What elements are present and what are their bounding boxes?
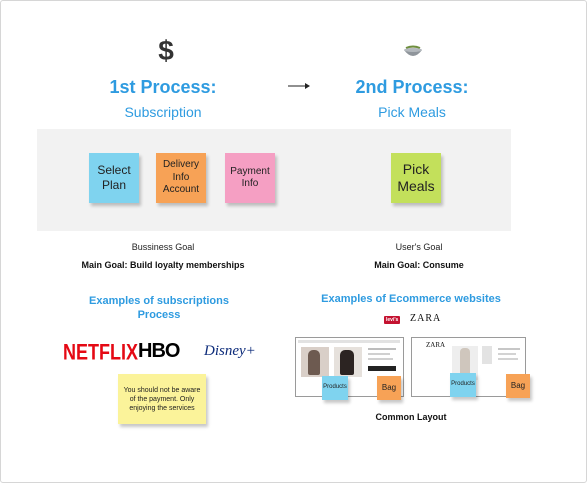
sticky-bag-1-text: Bag [381,383,397,392]
sticky-bag-2-text: Bag [510,381,526,390]
user-main-goal: Main Goal: Consume [374,260,464,270]
sticky-products-2: Products [450,373,476,397]
process1-subtitle: Subscription [124,104,202,120]
netflix-logo: NETFLIX [63,339,138,365]
sticky-payment-info: Payment Info [225,153,275,203]
business-goal-label: Bussiness Goal [131,242,195,252]
screenshot-header-bar [298,340,400,343]
add-to-bag-bar [368,366,396,371]
payment-note-sticky: You should not be aware of the payment. … [118,374,206,424]
product-detail-text [368,348,396,350]
sticky-products-1-text: Products [323,384,347,391]
zara-logo: ZARA [410,313,442,324]
sticky-delivery-info: Delivery Info Account [156,153,206,203]
hbo-logo: HBO [138,340,180,362]
process1-title: 1st Process: [109,77,217,97]
meal-bowl-icon [404,45,422,56]
dollar-sign-icon: $ [158,35,174,66]
arrow-icon [288,83,310,89]
sticky-products-2-text: Products [451,381,475,388]
model-figure [308,350,320,375]
sticky-pick-meals: Pick Meals [391,153,441,203]
common-layout-caption: Common Layout [375,412,447,422]
product-detail-text [498,358,518,360]
sticky-select-plan-text: Select Plan [97,163,131,192]
product-detail-text [368,358,393,360]
product-detail-text [498,348,520,350]
sticky-delivery-info-text: Delivery Info Account [162,159,200,196]
product-detail-text [498,353,516,355]
process2-subtitle: Pick Meals [378,104,446,120]
subscriptions-examples-title: Examples of subscriptions Process [89,295,229,321]
sticky-bag-2: Bag [506,374,530,398]
ecommerce-examples-title: Examples of Ecommerce websites [321,293,501,305]
model-photo-thumb [482,346,492,364]
process2-title: 2nd Process: [355,77,469,97]
zara-screenshot-logo: ZARA [426,341,446,349]
model-figure [460,348,470,378]
sticky-bag-1: Bag [377,376,401,400]
user-goal-label: User's Goal [395,242,443,252]
model-figure [340,350,354,375]
sticky-payment-info-text: Payment Info [230,165,270,190]
payment-note-text: You should not be aware of the payment. … [123,386,201,412]
sticky-select-plan: Select Plan [89,153,139,203]
levis-logo: levi's [384,316,401,324]
business-main-goal: Main Goal: Build loyalty memberships [81,260,245,270]
sticky-products-1: Products [322,376,348,400]
disney-plus-logo: Disney+ [204,343,256,359]
sticky-pick-meals-text: Pick Meals [397,160,435,195]
product-detail-text [368,353,390,355]
